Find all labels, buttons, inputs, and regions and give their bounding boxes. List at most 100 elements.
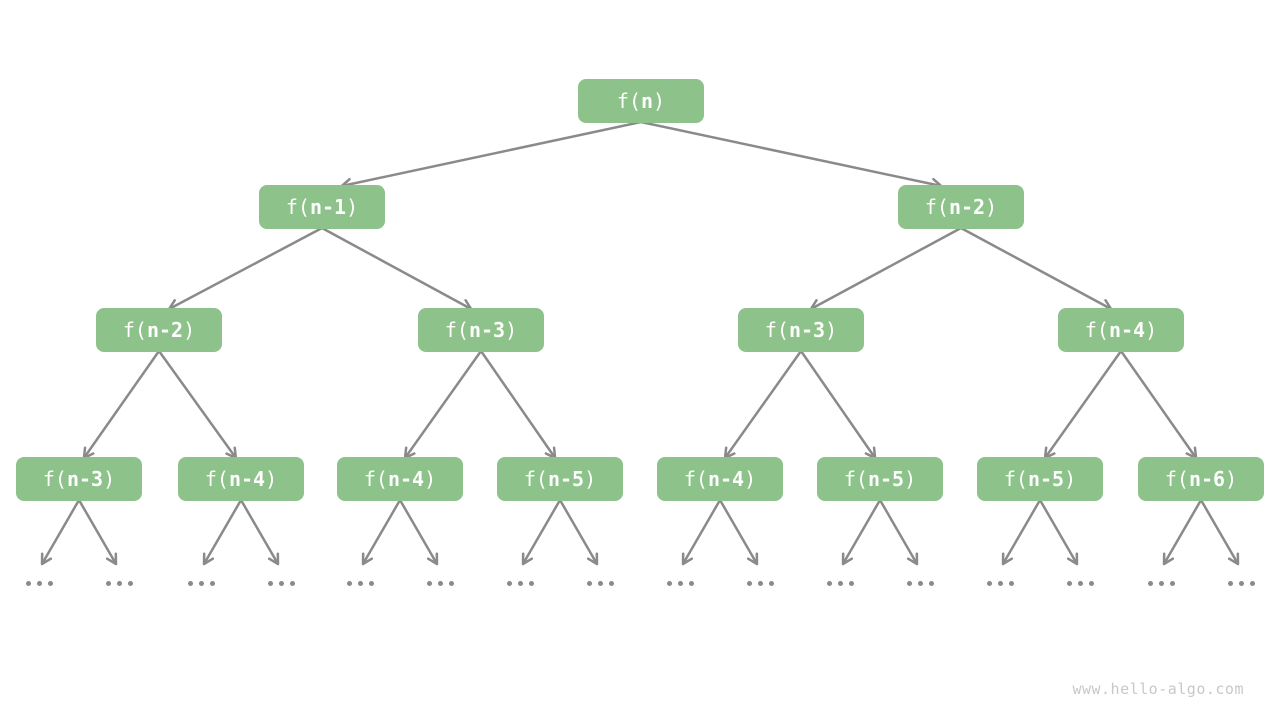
- node-label-arg: n-1: [309, 195, 347, 219]
- ellipsis-dot: [268, 581, 273, 586]
- node-label-pre: f(: [285, 195, 310, 219]
- tree-edge: [799, 350, 877, 460]
- ellipsis-dot: [1170, 581, 1175, 586]
- tree-edge: [723, 350, 803, 460]
- node-label-post: ): [584, 467, 597, 491]
- node-label-pre: f(: [683, 467, 708, 491]
- ellipsis-dot: [507, 581, 512, 586]
- tree-edge: [809, 226, 962, 311]
- node-label-post: ): [265, 467, 278, 491]
- tree-node-rll: f(n-4): [657, 457, 783, 501]
- tree-edge: [40, 499, 81, 566]
- node-label-post: ): [183, 318, 196, 342]
- tree-edge: [479, 350, 557, 460]
- node-label-pre: f(: [444, 318, 469, 342]
- ellipsis-dot: [827, 581, 832, 586]
- tree-edge: [167, 226, 323, 311]
- ellipsis-dot: [609, 581, 614, 586]
- node-label-pre: f(: [764, 318, 789, 342]
- tree-node-r: f(n-2): [898, 185, 1024, 229]
- ellipsis-dot: [998, 581, 1003, 586]
- node-label-pre: f(: [1084, 318, 1109, 342]
- ellipsis: [1228, 581, 1255, 586]
- tree-edge: [640, 120, 943, 191]
- ellipsis: [987, 581, 1014, 586]
- tree-edge: [718, 499, 759, 566]
- tree-edge: [398, 499, 439, 566]
- node-label-pre: f(: [122, 318, 147, 342]
- ellipsis-dot: [188, 581, 193, 586]
- tree-edge: [960, 226, 1113, 311]
- node-label-post: ): [1064, 467, 1077, 491]
- tree-edge: [82, 350, 161, 460]
- ellipsis-dot: [358, 581, 363, 586]
- node-label-arg: n-3: [468, 318, 506, 342]
- ellipsis-dot: [1067, 581, 1072, 586]
- node-label-pre: f(: [1003, 467, 1028, 491]
- node-label-arg: n-5: [1027, 467, 1065, 491]
- ellipsis: [106, 581, 133, 586]
- tree-node-root: f(n): [578, 79, 704, 123]
- ellipsis: [347, 581, 374, 586]
- ellipsis-dot: [449, 581, 454, 586]
- node-label-arg: n-2: [146, 318, 184, 342]
- node-label-arg: n-3: [788, 318, 826, 342]
- node-label-post: ): [653, 89, 666, 113]
- ellipsis: [188, 581, 215, 586]
- tree-node-l: f(n-1): [259, 185, 385, 229]
- tree-edge: [681, 499, 722, 566]
- node-label-arg: n-4: [387, 467, 425, 491]
- ellipsis: [747, 581, 774, 586]
- ellipsis: [1067, 581, 1094, 586]
- ellipsis-dot: [918, 581, 923, 586]
- tree-edge: [340, 120, 642, 191]
- ellipsis-dot: [747, 581, 752, 586]
- node-label-post: ): [505, 318, 518, 342]
- ellipsis-dot: [1009, 581, 1014, 586]
- tree-node-lrr: f(n-5): [497, 457, 623, 501]
- node-label-arg: n-4: [707, 467, 745, 491]
- ellipsis-dot: [1239, 581, 1244, 586]
- ellipsis: [26, 581, 53, 586]
- ellipsis-dot: [26, 581, 31, 586]
- ellipsis: [1148, 581, 1175, 586]
- tree-edge: [1043, 350, 1123, 460]
- ellipsis-dot: [529, 581, 534, 586]
- ellipsis-dot: [117, 581, 122, 586]
- ellipsis-dot: [987, 581, 992, 586]
- ellipsis: [507, 581, 534, 586]
- tree-node-lrl: f(n-4): [337, 457, 463, 501]
- tree-node-rrr: f(n-6): [1138, 457, 1264, 501]
- tree-edge: [361, 499, 402, 566]
- ellipsis-dot: [279, 581, 284, 586]
- node-label-post: ): [346, 195, 359, 219]
- ellipsis: [427, 581, 454, 586]
- node-label-pre: f(: [843, 467, 868, 491]
- ellipsis-dot: [838, 581, 843, 586]
- node-label-post: ): [1225, 467, 1238, 491]
- ellipsis-dot: [37, 581, 42, 586]
- node-label-arg: n-3: [66, 467, 104, 491]
- node-label-arg: n-4: [1108, 318, 1146, 342]
- node-label-pre: f(: [523, 467, 548, 491]
- node-label-pre: f(: [204, 467, 229, 491]
- node-label-arg: n-4: [228, 467, 266, 491]
- ellipsis-dot: [1228, 581, 1233, 586]
- node-label-post: ): [103, 467, 116, 491]
- tree-edge: [558, 499, 599, 566]
- tree-edge: [1119, 350, 1198, 460]
- ellipsis-dot: [758, 581, 763, 586]
- node-label-post: ): [744, 467, 757, 491]
- ellipsis-dot: [587, 581, 592, 586]
- ellipsis-dot: [290, 581, 295, 586]
- node-label-pre: f(: [363, 467, 388, 491]
- tree-node-rr: f(n-4): [1058, 308, 1184, 352]
- tree-node-lr: f(n-3): [418, 308, 544, 352]
- node-label-pre: f(: [1164, 467, 1189, 491]
- ellipsis-dot: [929, 581, 934, 586]
- node-label-pre: f(: [616, 89, 641, 113]
- ellipsis-dot: [1148, 581, 1153, 586]
- tree-edge: [841, 499, 882, 566]
- ellipsis-dot: [667, 581, 672, 586]
